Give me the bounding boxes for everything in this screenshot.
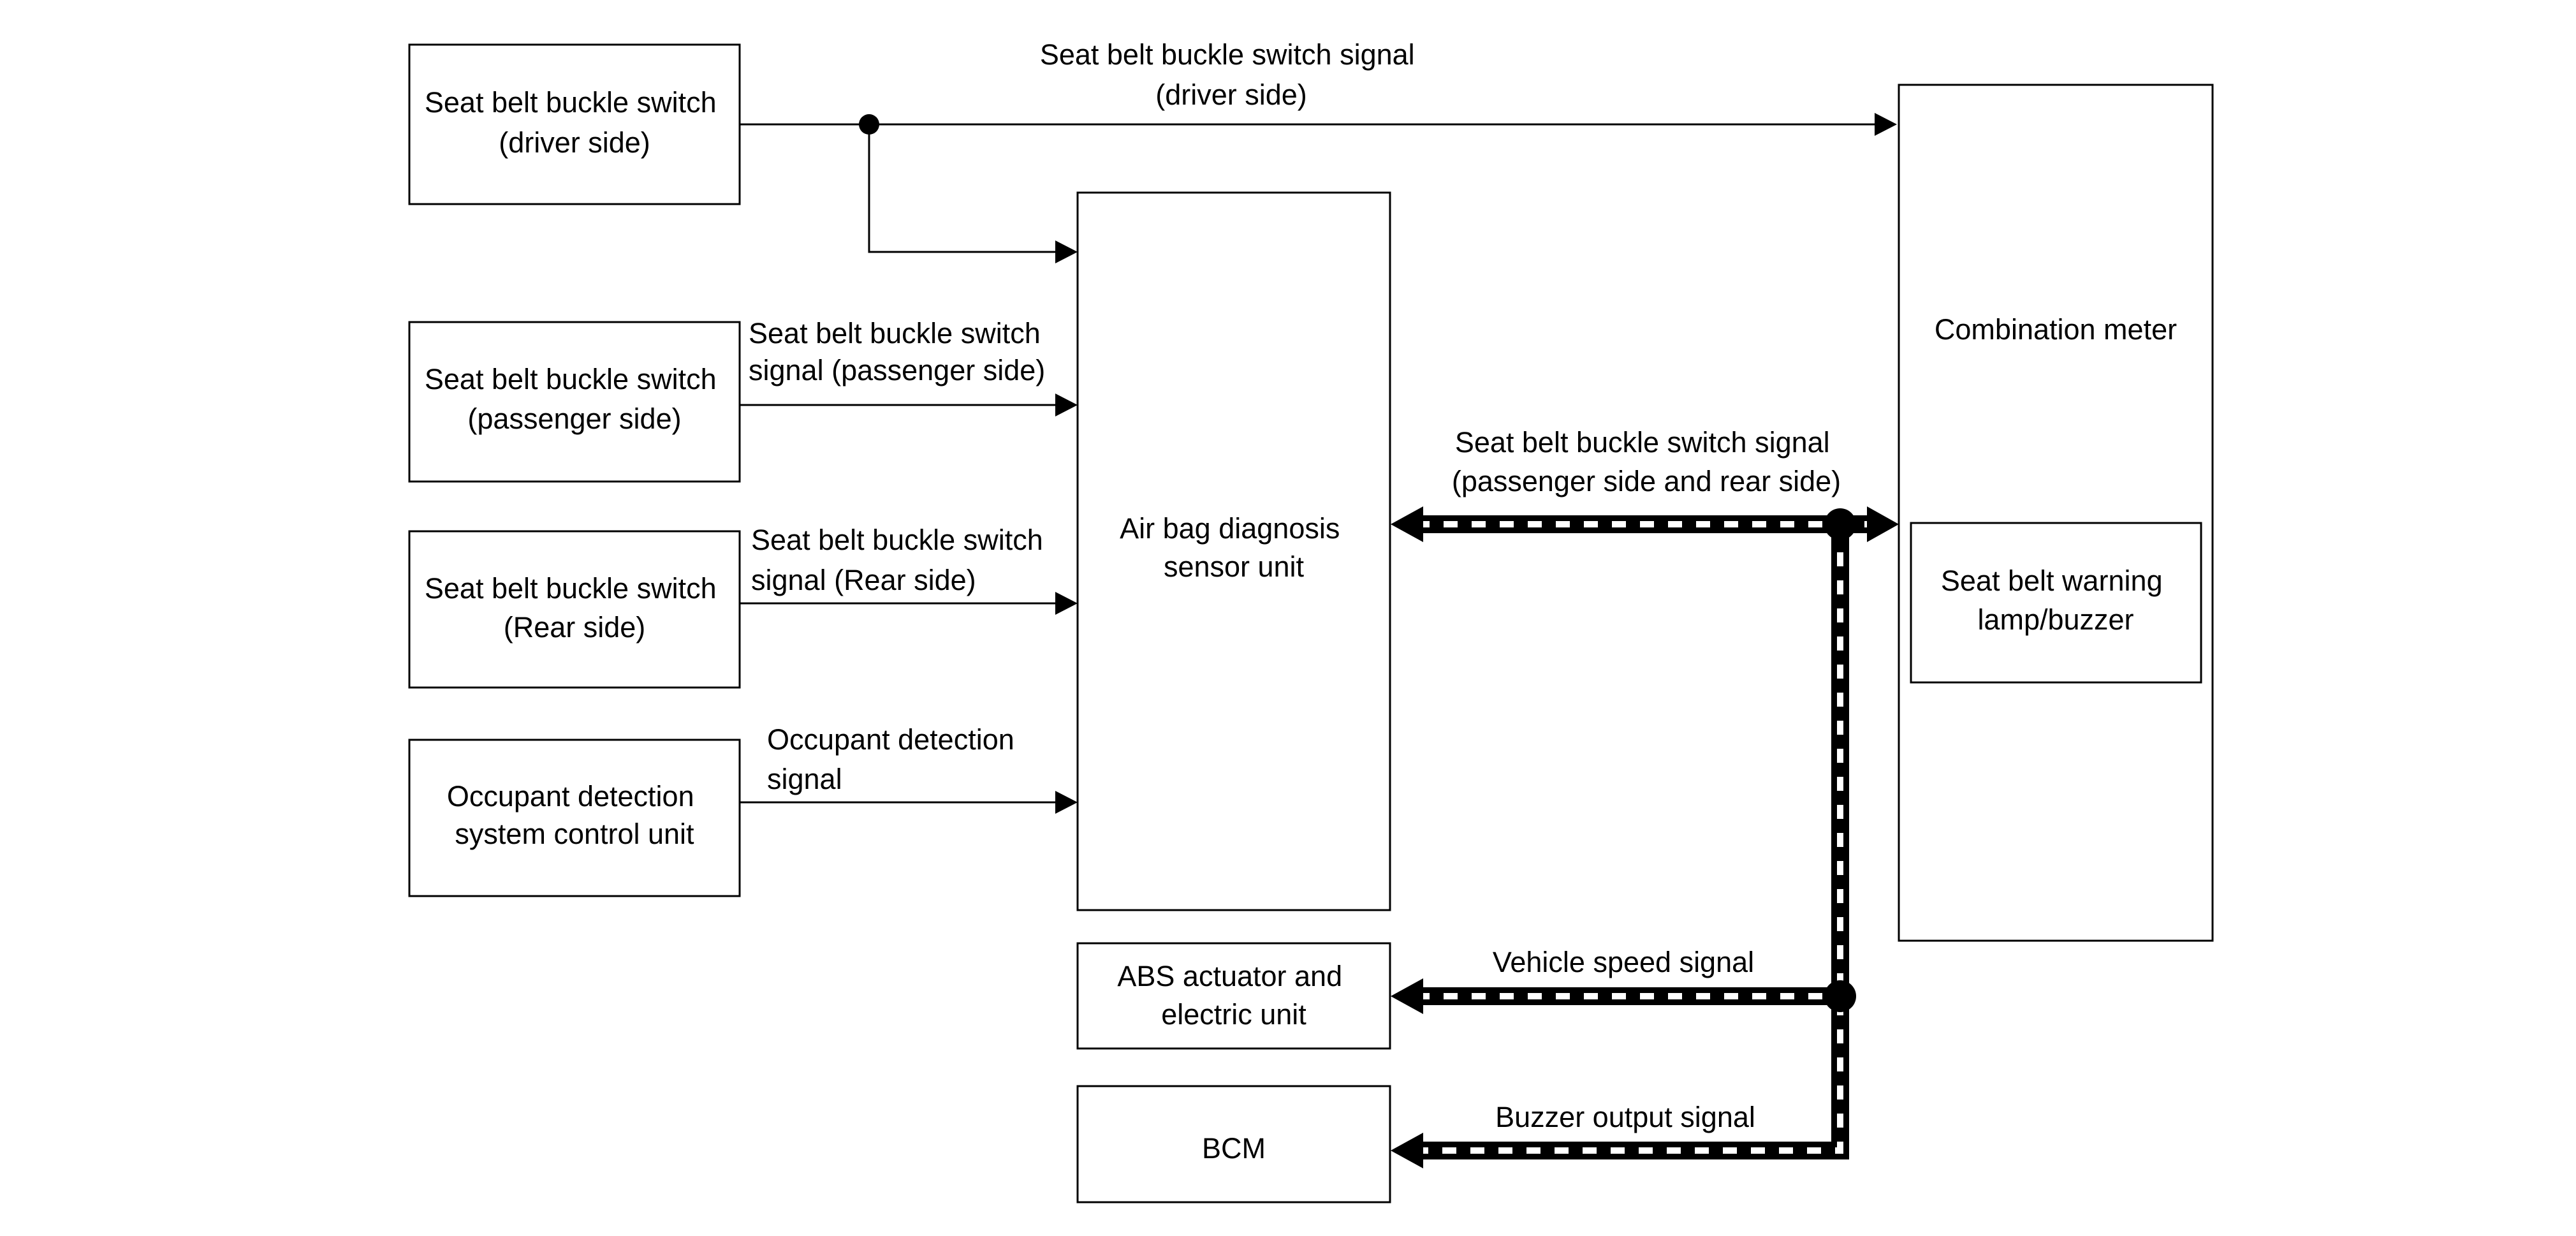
seat-belt-driver-box [408, 43, 741, 205]
bcm-bus-arrow [1391, 1133, 1423, 1168]
seat-belt-warning-lamp-label-line-1: Seat belt warning [1941, 564, 2163, 597]
passenger-signal-label: Seat belt buckle switch signal (passenge… [749, 317, 1048, 386]
driver-signal-label-line-1: Seat belt buckle switch signal [1040, 38, 1415, 71]
combination-meter-bus-arrow [1867, 506, 1899, 542]
abs-unit-label-line-2: electric unit [1161, 998, 1306, 1031]
passenger-signal-label-line-2: signal (passenger side) [749, 354, 1045, 386]
airbag-occupant-input-arrow [1055, 791, 1078, 814]
seat-belt-passenger-label: Seat belt buckle switch (passenger side) [425, 363, 724, 435]
airbag-driver-input-arrow [1055, 240, 1078, 263]
thin-wire-arrowheads [1055, 113, 1897, 814]
airbag-unit-label-line-1: Air bag diagnosis [1120, 512, 1340, 545]
passenger-rear-bus-label-line-1: Seat belt buckle switch signal [1455, 426, 1830, 459]
airbag-rear-input-arrow [1055, 592, 1078, 615]
rear-signal-label-line-1: Seat belt buckle switch [751, 524, 1043, 556]
occupant-control-unit-label-line-1: Occupant detection [447, 780, 694, 813]
seat-belt-driver-label-line-1: Seat belt buckle switch [425, 86, 717, 119]
communication-bus [1412, 515, 1875, 1159]
seat-belt-rear-label-line-1: Seat belt buckle switch [425, 572, 717, 605]
seat-belt-rear-box [408, 530, 741, 689]
vehicle-speed-bus-junction [1824, 980, 1856, 1012]
airbag-passenger-input-arrow [1055, 394, 1078, 416]
occupant-control-unit-label-line-2: system control unit [455, 818, 694, 850]
abs-actuator-electric-unit-box [1076, 942, 1391, 1050]
bus-arrowheads [1391, 506, 1899, 1168]
bcm-label: BCM [1202, 1132, 1266, 1165]
abs-bus-arrow [1391, 978, 1423, 1014]
seat-belt-rear-label-line-2: (Rear side) [504, 611, 646, 644]
combination-meter-label: Combination meter [1935, 313, 2177, 346]
driver-signal-wire-to-airbag-unit [868, 124, 1058, 253]
seat-belt-passenger-box [408, 321, 741, 483]
airbag-diagnosis-sensor-unit-box [1076, 191, 1391, 911]
seat-belt-passenger-label-line-1: Seat belt buckle switch [425, 363, 717, 395]
occupant-signal-label: Occupant detection signal [767, 723, 1022, 795]
airbag-bus-arrow [1391, 506, 1423, 542]
seat-belt-warning-lamp-label: Seat belt warning lamp/buzzer [1941, 564, 2170, 636]
signal-labels: Seat belt buckle switch signal (driver s… [749, 38, 1841, 1133]
driver-signal-label: Seat belt buckle switch signal (driver s… [1040, 38, 1423, 111]
junction-nodes [859, 114, 1856, 1012]
rear-signal-label-line-2: signal (Rear side) [751, 564, 976, 596]
passenger-rear-bus-label: Seat belt buckle switch signal (passenge… [1452, 426, 1841, 497]
combination-meter-input-arrow [1875, 113, 1897, 136]
airbag-unit-label: Air bag diagnosis sensor unit [1120, 512, 1348, 583]
occupant-signal-label-line-1: Occupant detection [767, 723, 1014, 756]
thin-signal-wires [738, 123, 1881, 804]
seat-belt-driver-label: Seat belt buckle switch (driver side) [425, 86, 724, 159]
seat-belt-rear-label: Seat belt buckle switch (Rear side) [425, 572, 724, 644]
combination-meter-box [1898, 84, 2214, 942]
occupant-control-unit-box [408, 739, 741, 897]
component-boxes [408, 43, 2214, 1203]
component-labels: Seat belt buckle switch (driver side) Se… [425, 86, 2177, 1165]
bus-vertical-backbone-pattern [1412, 524, 1843, 1154]
occupant-signal-label-line-2: signal [767, 763, 842, 795]
vehicle-speed-label: Vehicle speed signal [1493, 946, 1754, 978]
passenger-rear-bus-junction [1824, 508, 1856, 540]
driver-signal-junction [859, 114, 879, 135]
seat-belt-warning-lamp-box [1910, 522, 2202, 684]
airbag-unit-label-line-2: sensor unit [1164, 550, 1305, 583]
seat-belt-driver-label-line-2: (driver side) [499, 126, 650, 159]
driver-signal-label-line-2: (driver side) [1155, 78, 1307, 111]
occupant-control-unit-label: Occupant detection system control unit [447, 780, 702, 850]
buzzer-output-label: Buzzer output signal [1495, 1101, 1755, 1133]
passenger-rear-bus-label-line-2: (passenger side and rear side) [1452, 465, 1841, 497]
bcm-box [1076, 1085, 1391, 1203]
abs-unit-label: ABS actuator and electric unit [1117, 960, 1350, 1031]
rear-signal-label: Seat belt buckle switch signal (Rear sid… [751, 524, 1051, 596]
seat-belt-warning-lamp-label-line-2: lamp/buzzer [1977, 603, 2133, 636]
seat-belt-passenger-label-line-2: (passenger side) [467, 402, 681, 435]
passenger-signal-label-line-1: Seat belt buckle switch [749, 317, 1041, 349]
abs-unit-label-line-1: ABS actuator and [1117, 960, 1342, 992]
